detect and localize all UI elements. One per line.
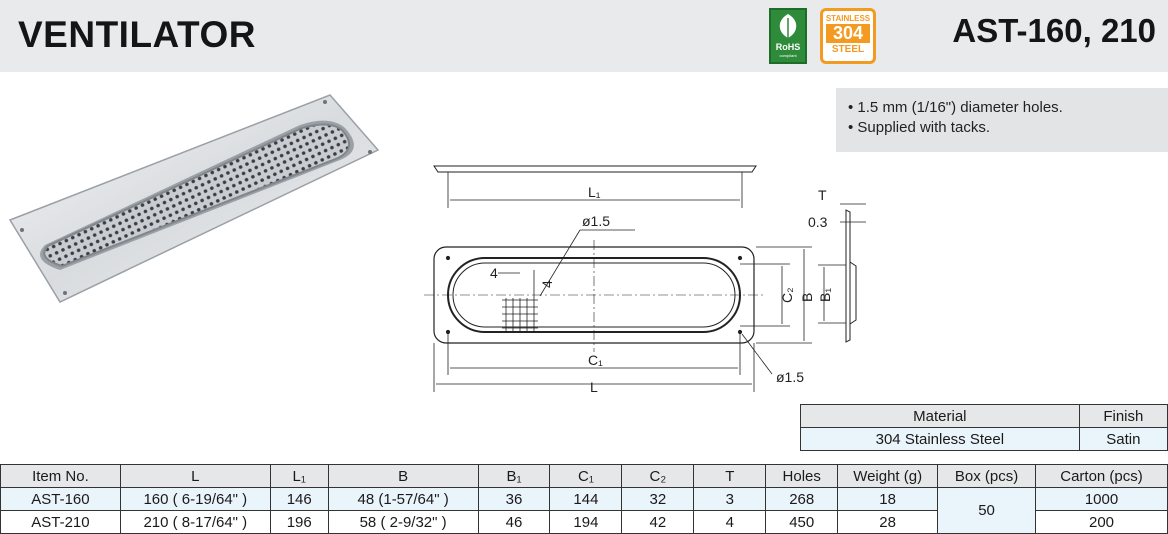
table-cell: 210 ( 8-17/64" )	[119, 510, 271, 534]
table-cell: 28	[837, 510, 939, 534]
leader-line	[741, 333, 773, 375]
leader-line	[539, 229, 581, 297]
dim-label-b: B	[799, 293, 815, 302]
rohs-label: RoHS	[775, 42, 801, 52]
table-cell: 48 (1-57/64" )	[327, 487, 479, 511]
table-cell: 36	[477, 487, 551, 511]
table-cell: 46	[477, 510, 551, 534]
hole-dia-label-bottom: ø1.5	[776, 369, 804, 385]
page-title: VENTILATOR	[18, 14, 256, 55]
side-view-profile	[845, 209, 851, 343]
dim-label-t: T	[818, 190, 827, 203]
note-line: • 1.5 mm (1/16") diameter holes.	[848, 99, 1063, 116]
table-cell: 42	[621, 510, 695, 534]
table-row: AST-160 160 ( 6-19/64" ) 146 48 (1-57/64…	[0, 487, 1168, 534]
table-cell: AST-160	[0, 487, 121, 511]
finish-header: Finish	[1078, 404, 1168, 428]
dim-label-l1: L₁	[588, 184, 601, 200]
steel-badge-bottom: STEEL	[831, 44, 865, 55]
box-qty-cell: 50	[937, 487, 1037, 534]
material-header: Material	[800, 404, 1080, 428]
finish-value: Satin	[1078, 427, 1168, 451]
steel-badge-top: STAINLESS	[825, 14, 871, 23]
tack-hole	[737, 255, 743, 261]
rohs-badge: RoHS compliant	[769, 8, 807, 64]
table-cell: 58 ( 2-9/32" )	[327, 510, 479, 534]
table-row: AST-210 210 ( 8-17/64" ) 196 58 ( 2-9/32…	[0, 510, 1168, 534]
table-cell: 194	[549, 510, 623, 534]
spec-header-row: Item No. L L₁ B B₁ C₁ C₂ T Holes Weight …	[0, 464, 1168, 488]
dim-label-l: L	[590, 379, 598, 395]
table-cell: 4	[693, 510, 767, 534]
table-cell: 144	[549, 487, 623, 511]
note-line: • Supplied with tacks.	[848, 119, 990, 136]
table-cell: 146	[269, 487, 329, 511]
side-view-drawing: T 0.3 B₁	[808, 190, 866, 343]
col-header: Carton (pcs)	[1035, 464, 1168, 488]
table-cell: 196	[269, 510, 329, 534]
table-cell: 450	[765, 510, 839, 534]
col-header: T	[693, 464, 767, 488]
steel-badge-number: 304	[826, 24, 870, 43]
col-header: Box (pcs)	[937, 464, 1037, 488]
col-header: Item No.	[0, 464, 121, 488]
notes-box: • 1.5 mm (1/16") diameter holes. • Suppl…	[836, 88, 1168, 152]
side-view-flange	[849, 261, 857, 325]
stainless-steel-badge: STAINLESS 304 STEEL	[820, 8, 876, 64]
pitch-label-h: 4	[490, 265, 498, 281]
table-cell: 268	[765, 487, 839, 511]
table-cell: AST-210	[0, 510, 121, 534]
table-cell: 160 ( 6-19/64" )	[119, 487, 271, 511]
leaf-icon	[779, 14, 797, 38]
side-profile	[433, 165, 757, 173]
col-header: C₁	[549, 464, 623, 488]
hole-grid	[502, 298, 538, 332]
header-bar: VENTILATOR RoHS compliant STAINLESS 304 …	[0, 0, 1168, 72]
table-cell: 1000	[1035, 487, 1168, 511]
col-header: C₂	[621, 464, 695, 488]
product-photo	[8, 94, 380, 303]
table-cell: 32	[621, 487, 695, 511]
dim-label-c1: C₁	[588, 352, 603, 368]
table-cell: 18	[837, 487, 939, 511]
col-header: L	[119, 464, 271, 488]
spec-table: Item No. L L₁ B B₁ C₁ C₂ T Holes Weight …	[0, 464, 1168, 534]
col-header: L₁	[269, 464, 329, 488]
dim-label-thickness: 0.3	[808, 214, 828, 230]
col-header: B	[327, 464, 479, 488]
table-cell: 3	[693, 487, 767, 511]
model-number: AST-160, 210	[952, 12, 1156, 49]
col-header: B₁	[477, 464, 551, 488]
col-header: Weight (g)	[837, 464, 939, 488]
tack-hole	[445, 255, 451, 261]
material-table: Material Finish 304 Stainless Steel Sati…	[800, 404, 1168, 451]
col-header: Holes	[765, 464, 839, 488]
rohs-sub-label: compliant	[779, 53, 797, 58]
table-cell: 200	[1035, 510, 1168, 534]
dim-label-c2: C₂	[779, 287, 795, 303]
hole-dia-label-top: ø1.5	[582, 213, 610, 229]
material-value: 304 Stainless Steel	[800, 427, 1080, 451]
dim-label-b1: B₁	[817, 288, 833, 302]
technical-drawing: L₁ 4 4 ø1.5 C₁ L ø1.5 C₂ B	[424, 165, 815, 395]
